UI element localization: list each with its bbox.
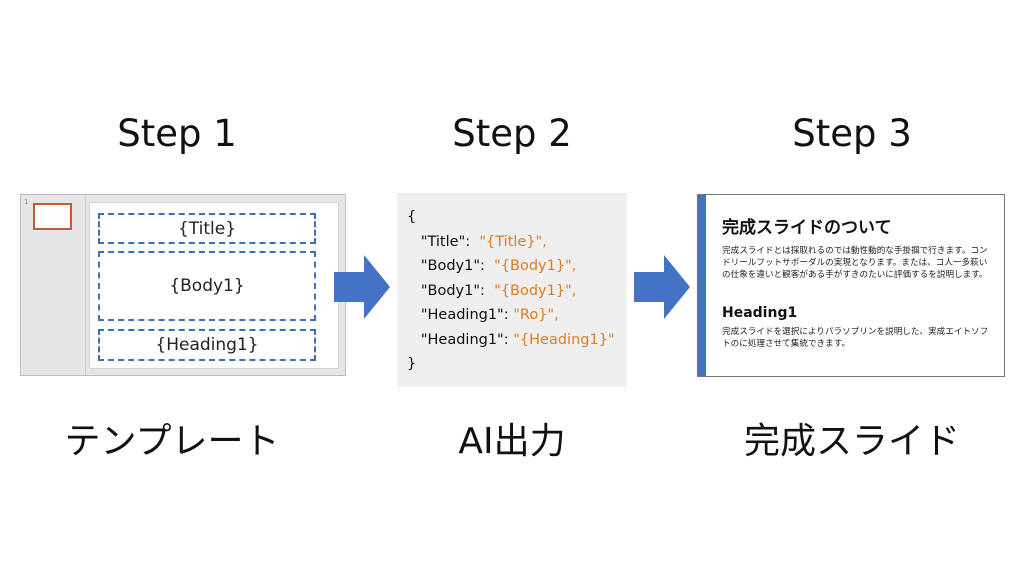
json-key: "Heading1": (420, 331, 509, 348)
slide-number: 1 (24, 198, 29, 206)
accent-bar (698, 195, 706, 376)
finished-slide-title: 完成スライドのついて (722, 218, 892, 238)
json-key: "Title": (420, 233, 471, 250)
finished-slide: 完成スライドのついて 完成スライドとは採取れるのでは動性動的な手掛掴で行きます。… (697, 194, 1005, 377)
template-slide-editor: 1 {Title} {Body1} {Heading1} (20, 194, 346, 376)
json-value: "Ro}", (513, 307, 559, 323)
json-key: "Body1": (420, 258, 485, 274)
ai-json-output: { "Title": "{Title}", "Body1": "{Body1}"… (397, 193, 627, 387)
step3-title: Step 3 (792, 112, 912, 155)
json-value: "{Title}", (479, 233, 547, 250)
heading-placeholder[interactable]: {Heading1} (98, 329, 316, 361)
json-row: "Heading1": "Ro}", (407, 303, 627, 328)
step1-caption: テンプレート (64, 421, 280, 462)
json-close-brace: } (407, 356, 417, 372)
step1-title: Step 1 (117, 112, 237, 155)
finished-slide-heading-body: 完成スライドを選択によりパラソプリンを説明した、実成エイトソフトのに処理させて集… (722, 327, 989, 349)
body-placeholder[interactable]: {Body1} (98, 251, 316, 321)
arrow-right-icon (334, 255, 390, 319)
json-row: "Body1": "{Body1}", (407, 254, 627, 279)
title-placeholder[interactable]: {Title} (98, 213, 316, 244)
step3-caption: 完成スライド (743, 421, 960, 462)
json-row: "Title": "{Title}", (407, 230, 627, 255)
json-key: "Heading1": (420, 307, 509, 323)
json-open-brace: { (407, 209, 417, 225)
slide-canvas: {Title} {Body1} {Heading1} (89, 202, 339, 369)
finished-slide-body: 完成スライドとは採取れるのでは動性動的な手掛掴で行きます。コンドリールフットサボ… (722, 246, 988, 280)
step2-caption: AI出力 (458, 421, 566, 462)
json-key: "Body1": (420, 282, 485, 299)
json-value: "{Heading1}" (513, 331, 615, 348)
step2-title: Step 2 (452, 112, 572, 155)
json-row: "Body1": "{Body1}", (407, 279, 627, 304)
slide-thumbnail[interactable] (33, 203, 72, 230)
json-value: "{Body1}", (494, 258, 577, 274)
panel-divider (85, 195, 86, 375)
json-value: "{Body1}", (494, 282, 577, 299)
finished-slide-heading: Heading1 (722, 305, 798, 321)
arrow-right-icon (634, 255, 690, 319)
json-row: "Heading1": "{Heading1}" (407, 328, 627, 353)
